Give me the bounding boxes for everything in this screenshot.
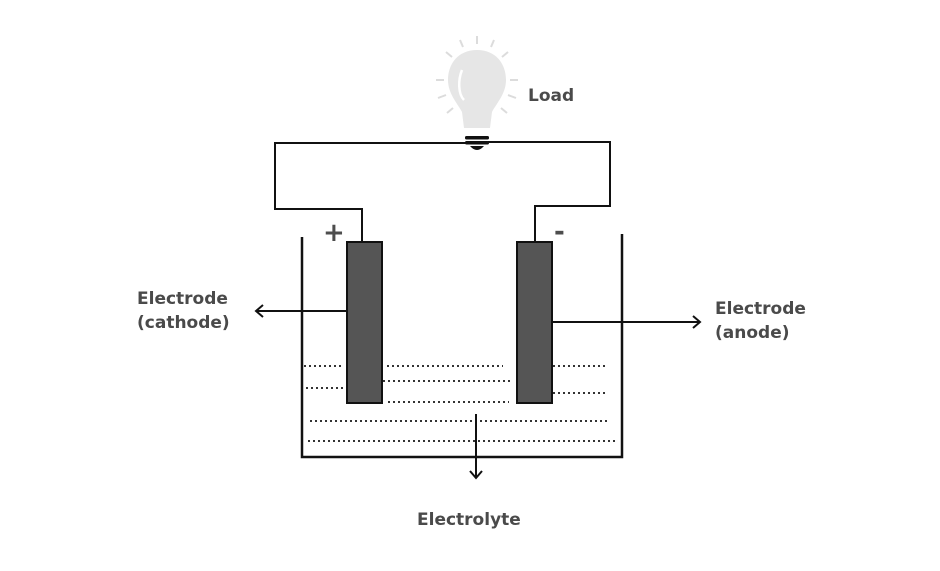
bulb-base-ring-2 [465,141,489,145]
negative-sign: - [554,217,565,247]
electrolyte-container [300,234,624,459]
bulb-glass [448,50,506,128]
bulb-tip [470,146,484,150]
positive-sign: + [323,218,345,248]
electrolyte-label: Electrolyte [417,510,521,530]
cathode-label-line1: Electrode [137,289,228,309]
cathode-pointer-arrow [254,304,347,318]
electrolyte-pointer-arrow [469,414,483,480]
cathode-electrode [346,241,383,404]
electrolyte-liquid [304,365,615,442]
bulb-base-ring-1 [465,136,489,140]
cathode-label-line2: (cathode) [137,313,230,333]
anode-label-line2: (anode) [715,323,790,343]
anode-pointer-arrow [552,315,702,329]
light-bulb-icon [436,36,518,150]
anode-electrode [516,241,553,404]
bulb-rays [436,36,518,114]
anode-label-line1: Electrode [715,299,806,319]
bulb-highlight [458,69,465,101]
wire-left [274,142,466,242]
wire-right [488,141,611,242]
load-label: Load [528,86,574,106]
